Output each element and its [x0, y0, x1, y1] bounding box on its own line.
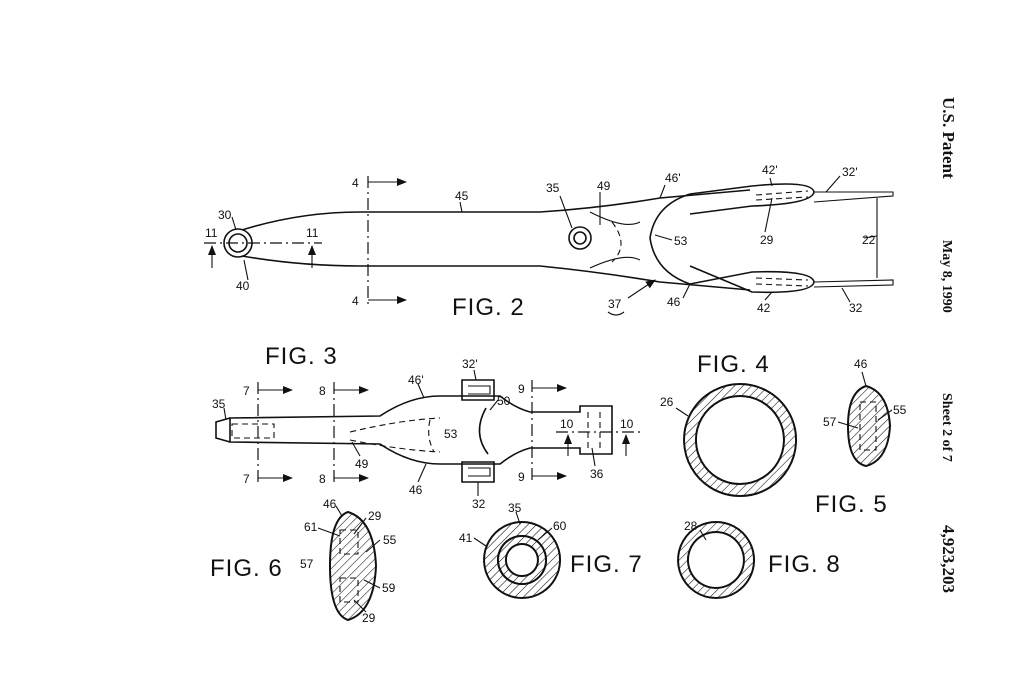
ref-9-top: 9 — [518, 382, 525, 396]
ref-55: 55 — [893, 403, 907, 417]
figure-5-drawing — [837, 371, 893, 468]
ref-46-prime: 46' — [408, 373, 424, 387]
figure-7-labels: 35 41 60 FIG. 7 — [459, 501, 643, 578]
ref-61: 61 — [304, 520, 318, 534]
ref-37: 37 — [608, 297, 622, 311]
ref-46: 46 — [854, 357, 868, 371]
ref-59: 59 — [382, 581, 396, 595]
figure-3-labels: FIG. 3 35 7 7 8 8 46' 32' 9 9 50 53 49 4… — [212, 343, 634, 511]
figure-6-labels: FIG. 6 46 29 61 55 57 59 29 — [210, 497, 397, 625]
ref-35: 35 — [546, 181, 560, 195]
ref-57: 57 — [823, 415, 837, 429]
ref-46-prime: 46' — [665, 171, 681, 185]
ref-60: 60 — [553, 519, 567, 533]
ref-53: 53 — [674, 234, 688, 248]
ref-11-left: 11 — [205, 226, 218, 240]
figure-2-caption: FIG. 2 — [452, 294, 525, 321]
ref-4-top: 4 — [352, 176, 359, 190]
figure-4-drawing — [675, 383, 798, 497]
ref-45: 45 — [455, 189, 469, 203]
ref-9-bottom: 9 — [518, 470, 525, 484]
ref-8-top: 8 — [319, 384, 326, 398]
ref-32-prime: 32' — [842, 165, 858, 179]
header-office: U.S. Patent — [939, 97, 958, 179]
figure-6-caption: FIG. 6 — [210, 555, 283, 582]
ref-10-right: 10 — [620, 417, 634, 431]
figure-3-caption: FIG. 3 — [265, 343, 338, 370]
ref-28: 28 — [684, 519, 698, 533]
ref-10-left: 10 — [560, 417, 574, 431]
header-patent-number: 4,923,203 — [939, 525, 958, 593]
ref-35: 35 — [508, 501, 522, 515]
figure-4-labels: FIG. 4 26 — [660, 351, 770, 409]
figure-3-drawing — [215, 369, 642, 496]
ref-57: 57 — [300, 557, 314, 571]
ref-11-right: 11 — [306, 226, 319, 240]
figure-8-caption: FIG. 8 — [768, 551, 841, 578]
figure-7-drawing — [473, 511, 562, 599]
figure-6-drawing — [317, 505, 381, 622]
ref-32-prime: 32' — [462, 357, 478, 371]
figure-7-caption: FIG. 7 — [570, 551, 643, 578]
ref-50: 50 — [497, 394, 511, 408]
ref-7-bottom: 7 — [243, 472, 250, 486]
ref-29-bottom: 29 — [362, 611, 376, 625]
figure-5-caption: FIG. 5 — [815, 491, 888, 518]
figure-8-labels: 28 FIG. 8 — [684, 519, 841, 578]
header-date: May 8, 1990 — [939, 240, 954, 313]
ref-8-bottom: 8 — [319, 472, 326, 486]
ref-46: 46 — [323, 497, 337, 511]
ref-7-top: 7 — [243, 384, 250, 398]
ref-46: 46 — [409, 483, 423, 497]
ref-30: 30 — [218, 208, 232, 222]
ref-49: 49 — [597, 179, 611, 193]
ref-42: 42 — [757, 301, 771, 315]
header-sheet: Sheet 2 of 7 — [939, 393, 954, 462]
figure-2-drawing — [204, 175, 894, 316]
sheet-header: U.S. Patent May 8, 1990 Sheet 2 of 7 4,9… — [939, 97, 958, 593]
ref-4-bottom: 4 — [352, 294, 359, 308]
figure-5-labels: 46 57 55 FIG. 5 — [815, 357, 907, 518]
ref-32: 32 — [849, 301, 863, 315]
ref-29: 29 — [760, 233, 774, 247]
ref-55: 55 — [383, 533, 397, 547]
ref-22: 22 — [862, 233, 876, 247]
ref-29-top: 29 — [368, 509, 382, 523]
ref-35: 35 — [212, 397, 226, 411]
ref-36: 36 — [590, 467, 604, 481]
ref-40: 40 — [236, 279, 250, 293]
ref-32: 32 — [472, 497, 486, 511]
ref-42-prime: 42' — [762, 163, 778, 177]
figure-2-labels: 30 11 11 40 4 4 45 35 49 46' 42' 32' 53 … — [205, 163, 876, 321]
ref-46: 46 — [667, 295, 681, 309]
figure-4-caption: FIG. 4 — [697, 351, 770, 378]
ref-41: 41 — [459, 531, 473, 545]
ref-26: 26 — [660, 395, 674, 409]
ref-53: 53 — [444, 427, 458, 441]
ref-49: 49 — [355, 457, 369, 471]
figure-8-drawing — [677, 521, 756, 599]
